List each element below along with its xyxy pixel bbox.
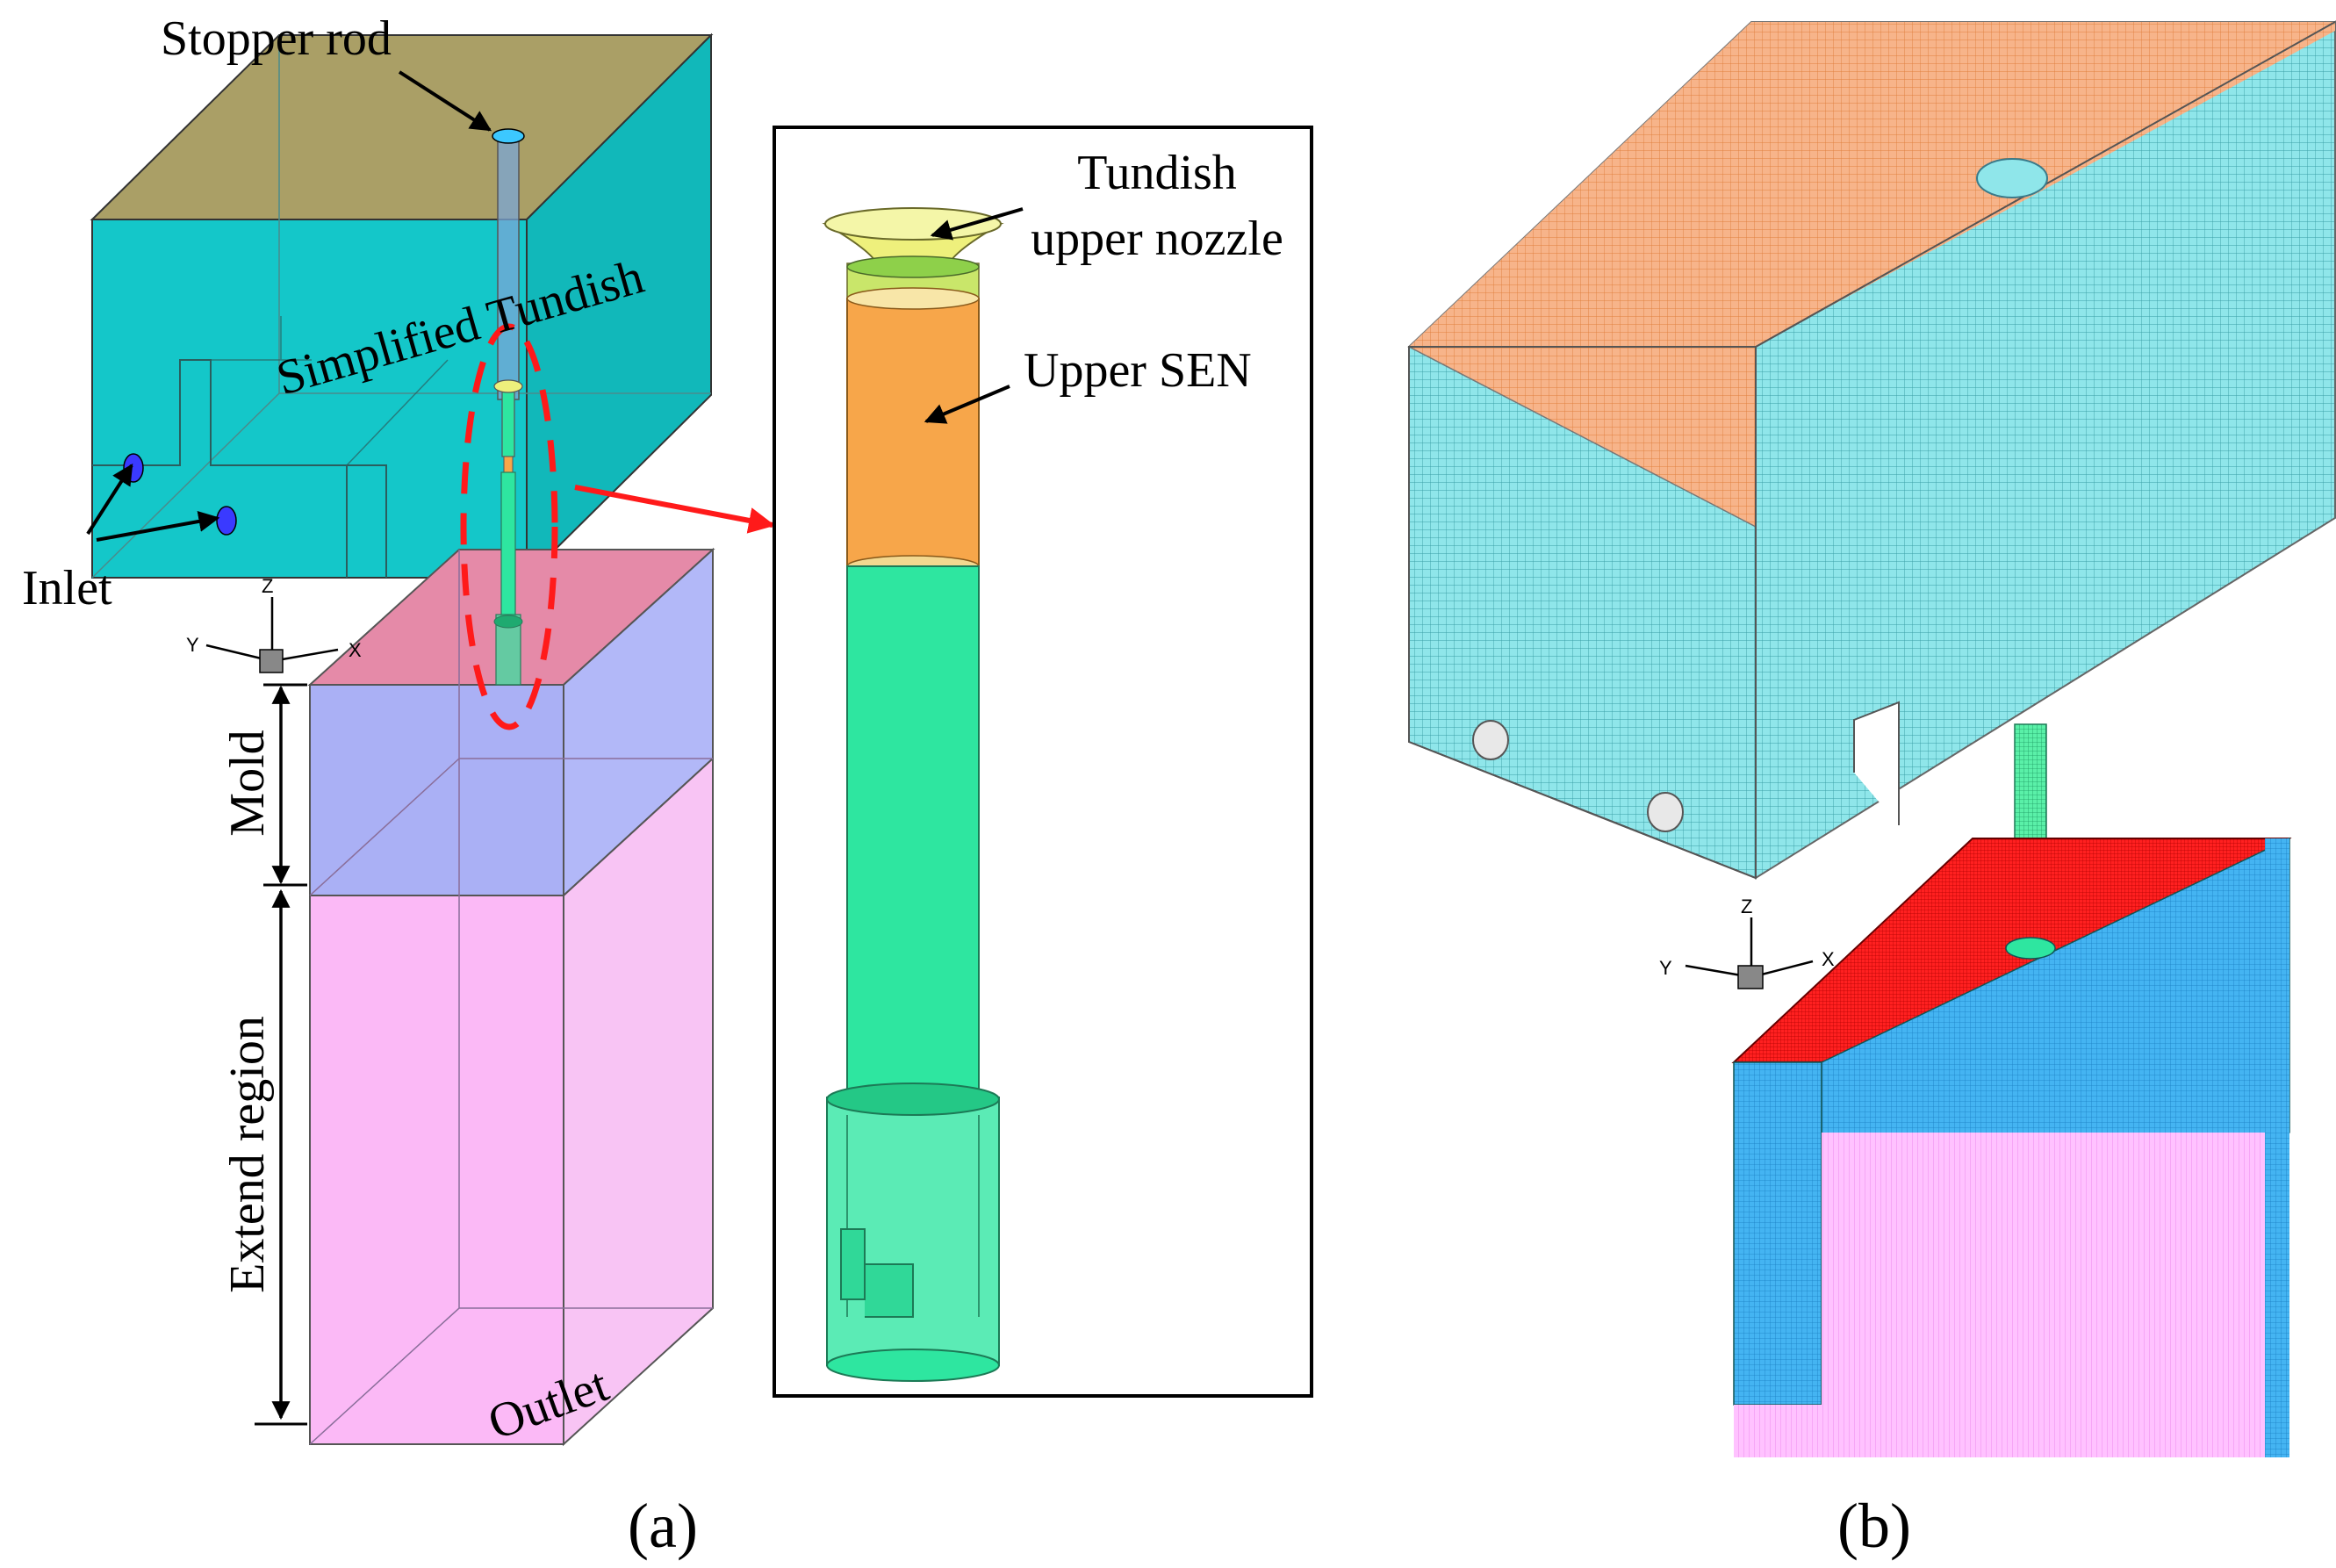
panel-b: Z X Y	[1407, 20, 2336, 1457]
upper-sen-top	[846, 287, 980, 310]
axis-triad-b: Z X Y	[1659, 895, 1835, 989]
upper-nozzle-small	[493, 379, 523, 393]
stopper-rod-label: Stopper rod	[161, 11, 392, 66]
simplified-tundish-box	[90, 32, 714, 580]
mesh-mold-right-strip	[2265, 838, 2289, 1457]
panel-b-label: (b)	[1837, 1491, 1911, 1561]
axis-cube-b	[1737, 965, 1764, 989]
zoom-callout-arrow	[574, 485, 775, 534]
sen-port-top-small	[493, 615, 523, 629]
stopper-rod-arrow	[398, 70, 492, 132]
inlet-arrow-1	[86, 463, 133, 536]
mesh-tundish-top-back	[1409, 22, 2335, 347]
inlet-port-1	[123, 453, 144, 483]
tundish-right-face	[526, 32, 712, 580]
mold-front-face	[309, 684, 564, 896]
mesh-tundish-top-edges	[1409, 21, 2336, 348]
sen-port-top	[826, 1082, 1000, 1116]
sen-lower-small	[500, 471, 516, 622]
inlet-arrow-2	[96, 511, 220, 542]
x-axis-label-b: X	[1822, 948, 1835, 970]
sen-orange-small	[503, 456, 514, 473]
panel-a: Z X Y Stopper rod Simplified Tundish Inl…	[22, 11, 775, 1450]
inlet-port-2	[216, 506, 237, 536]
axis-triad-a: Z X Y	[186, 575, 362, 673]
z-axis-label-b: Z	[1741, 895, 1752, 917]
upper-sen-arrow	[924, 385, 1010, 424]
nozzle-zoom-inset: Tundish upper nozzle Upper SEN	[773, 126, 1313, 1398]
mesh-extend-front-face	[1822, 1133, 2289, 1457]
tundish-dam-depth	[180, 316, 449, 466]
upper-sen-body	[846, 298, 980, 567]
inlet-label: Inlet	[22, 561, 112, 615]
extend-region-label: Extend region	[220, 1016, 275, 1293]
mesh-mold-left-face	[1733, 1061, 1822, 1406]
axis-cube-a	[259, 649, 284, 673]
sen-port-bottom	[826, 1349, 1000, 1382]
mesh-stopper-hole	[1976, 158, 2048, 198]
upper-nozzle-arrow	[930, 207, 1024, 241]
upper-nozzle-collar-top	[846, 255, 980, 278]
mesh-inlet-1	[1472, 720, 1509, 760]
upper-nozzle-rim	[824, 207, 1002, 241]
zoom-callout-ellipse	[460, 323, 558, 730]
tundish-upper-nozzle-label-line2: upper nozzle	[1031, 212, 1283, 266]
stopper-rod	[497, 135, 520, 400]
panel-a-label: (a)	[628, 1491, 698, 1561]
mold-hidden-edges	[309, 550, 713, 1445]
mold-label: Mold	[220, 730, 275, 836]
mesh-tundish-notch	[1853, 701, 1900, 825]
mesh-inlet-2	[1647, 792, 1684, 832]
tundish-hidden-edges	[91, 35, 711, 579]
sen-assembly-small	[493, 379, 523, 686]
z-axis-label-a: Z	[262, 575, 273, 597]
x-axis-label-a: X	[349, 639, 362, 661]
tundish-upper-nozzle-label-line1: Tundish	[1077, 146, 1237, 200]
y-axis-label-a: Y	[186, 634, 199, 656]
upper-sen-label: Upper SEN	[1024, 343, 1252, 398]
mesh-nozzle-entry	[2005, 937, 2056, 960]
mesh-extend-left-face	[1734, 1405, 1822, 1457]
sen-upper-small	[501, 385, 515, 457]
mold-box	[307, 547, 715, 1447]
sen-port-opening	[840, 1228, 914, 1318]
extend-front-face	[309, 895, 564, 1445]
stopper-rod-top	[492, 128, 525, 144]
lower-sen-body	[846, 565, 980, 1103]
y-axis-label-b: Y	[1659, 957, 1672, 979]
